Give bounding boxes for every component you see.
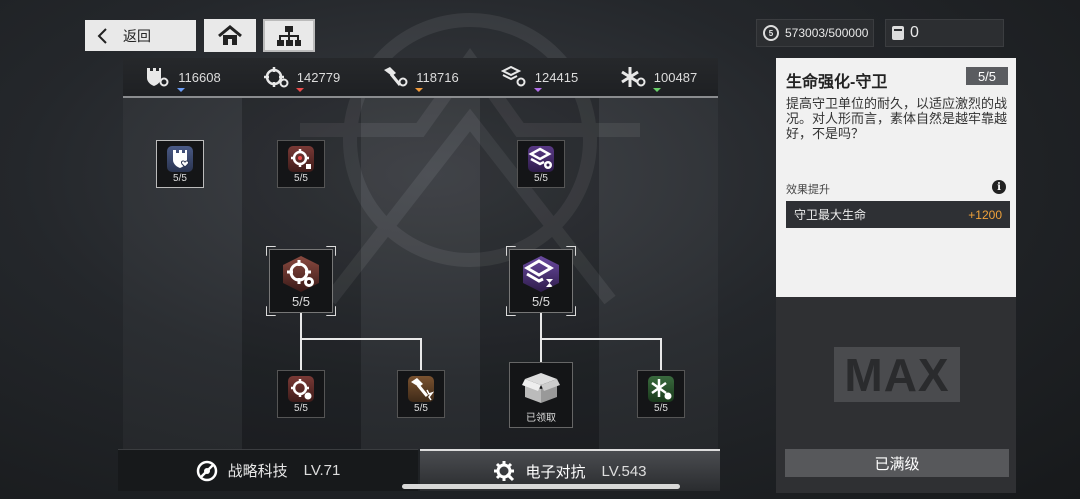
guard-tower-icon: [147, 68, 169, 87]
resource-hack: 124415: [480, 58, 599, 96]
hack-hourglass-icon: [524, 259, 554, 287]
connector-line: [660, 338, 662, 370]
crosshair-icon: [263, 67, 289, 88]
resource-attack: 142779: [242, 58, 361, 96]
node-support-sub-level: 5/5: [654, 403, 668, 414]
resource-hack-value: 124415: [534, 69, 579, 85]
connector-line: [420, 338, 422, 370]
tab-strategy-label: 战略科技: [227, 463, 288, 480]
resource-melee: 118716: [361, 58, 480, 96]
home-indicator[interactable]: [402, 484, 680, 489]
node-attack-melee[interactable]: 5/5: [277, 140, 325, 188]
effect-header: 效果提升: [786, 184, 830, 196]
panel-title: 生命强化-守卫: [786, 74, 888, 91]
gold-value: 573003/500000: [785, 26, 869, 40]
hammer-spark-icon: [411, 378, 434, 401]
max-stamp: MAX: [834, 347, 960, 402]
tech-tree-button[interactable]: [263, 19, 315, 52]
node-reward-box[interactable]: 已领取: [509, 362, 573, 428]
effect-name: 守卫最大生命: [794, 208, 867, 222]
resource-hack-indicator: [534, 88, 542, 92]
node-melee-sub-level: 5/5: [414, 403, 428, 414]
hammer-icon: [384, 67, 408, 87]
resource-guard-indicator: [177, 88, 185, 92]
ticket-icon: [892, 26, 904, 40]
resource-bar: 116608 142779 118716 124415 100487: [123, 58, 718, 98]
node-hack-module-level: 5/5: [534, 173, 548, 184]
resource-melee-indicator: [415, 88, 423, 92]
resource-guard: 116608: [123, 58, 242, 96]
ticket-value: 0: [910, 24, 919, 41]
panel-level-badge: 5/5: [966, 67, 1008, 85]
crosshair-fist-icon: [291, 149, 311, 169]
node-hack-module[interactable]: 5/5: [517, 140, 565, 188]
asterisk-gear-icon: [651, 379, 672, 400]
resource-attack-value: 142779: [296, 69, 341, 85]
hack-chip-icon: [500, 66, 526, 87]
coin-icon: 5: [763, 25, 779, 41]
node-attack-sub[interactable]: 5/5: [277, 370, 325, 418]
resource-attack-indicator: [296, 88, 304, 92]
resource-support-value: 100487: [653, 69, 698, 85]
tab-ew-label: 电子对抗: [525, 463, 586, 481]
crosshair-gear-icon: [291, 379, 312, 400]
info-icon[interactable]: i: [992, 180, 1006, 194]
resource-guard-value: 116608: [178, 69, 221, 85]
node-hack-core-level: 5/5: [531, 294, 551, 309]
resource-melee-value: 118716: [416, 69, 459, 85]
panel-description: 提高守卫单位的耐久，以适应激烈的战况。对人形而言，素体自然是越牢靠越好，不是吗？: [786, 96, 1008, 141]
node-support-sub[interactable]: 5/5: [637, 370, 685, 418]
node-attack-core-level: 5/5: [291, 294, 311, 309]
maxed-button[interactable]: 已满级: [785, 449, 1009, 477]
tab-strategy-tech[interactable]: 战略科技 LV.71: [118, 449, 418, 491]
effect-row: 守卫最大生命 +1200: [786, 201, 1010, 228]
gold-currency: 5 573003/500000: [756, 19, 874, 47]
back-label: 返回: [123, 27, 151, 44]
node-reward-label: 已领取: [526, 413, 556, 424]
connector-line: [540, 312, 542, 362]
back-button[interactable]: 返回: [85, 20, 196, 51]
node-melee-sub[interactable]: 5/5: [397, 370, 445, 418]
connector-line: [540, 338, 662, 340]
connector-line: [300, 338, 422, 340]
guard-heart-icon: [173, 150, 190, 168]
tab-strategy-level: LV.71: [303, 462, 341, 479]
resource-support-indicator: [653, 88, 661, 92]
detail-panel: 生命强化-守卫 5/5 提高守卫单位的耐久，以适应激烈的战况。对人形而言，素体自…: [776, 58, 1016, 297]
tab-ew-level: LV.543: [601, 462, 647, 480]
node-guard-life[interactable]: 5/5: [156, 140, 204, 188]
hack-gear-icon: [528, 147, 552, 169]
hierarchy-icon: [277, 25, 301, 46]
node-guard-life-level: 5/5: [173, 173, 187, 184]
compass-icon: [196, 460, 217, 481]
crosshair-gear-icon: [287, 260, 314, 287]
gear-icon: [494, 461, 515, 482]
connector-line: [300, 312, 302, 370]
node-hack-core[interactable]: 5/5: [506, 246, 576, 316]
ticket-currency: 0: [885, 19, 1004, 47]
node-attack-melee-level: 5/5: [294, 173, 308, 184]
home-button[interactable]: [204, 19, 256, 52]
resource-support: 100487: [599, 58, 718, 96]
home-icon: [218, 24, 242, 45]
gift-box-icon: [522, 373, 560, 403]
effect-value: +1200: [968, 207, 1002, 222]
node-attack-sub-level: 5/5: [294, 403, 308, 414]
chevron-left-icon: [97, 27, 107, 44]
asterisk-icon: [621, 67, 646, 87]
node-attack-core[interactable]: 5/5: [266, 246, 336, 316]
